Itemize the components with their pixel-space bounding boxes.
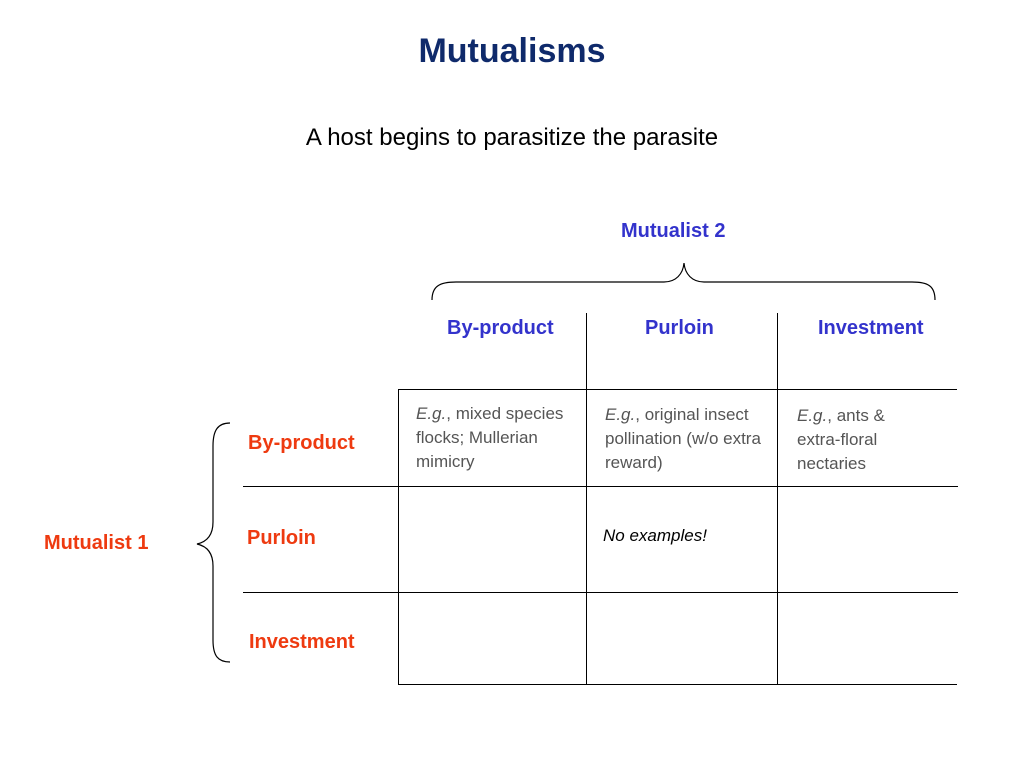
eg-label: E.g. (797, 406, 828, 425)
column-header-by-product: By-product (447, 317, 554, 339)
slide-title: Mutualisms (418, 32, 606, 70)
cell-text: , ants & extra-floral nectaries (797, 406, 885, 473)
mutualist-1-brace (196, 422, 231, 663)
cell-byproduct-purloin: E.g., original insect pollination (w/o e… (605, 403, 780, 475)
cell-purloin-purloin: No examples! (603, 526, 707, 545)
cell-byproduct-byproduct: E.g., mixed species flocks; Mullerian mi… (416, 402, 591, 474)
column-header-purloin: Purloin (645, 317, 714, 339)
eg-label: E.g. (605, 405, 636, 424)
eg-label: E.g. (416, 404, 447, 423)
row-header-purloin: Purloin (247, 527, 316, 549)
cell-text: , mixed species flocks; Mullerian mimicr… (416, 404, 564, 471)
cell-byproduct-investment: E.g., ants & extra-floral nectaries (797, 404, 922, 476)
mutualist-2-brace (431, 262, 936, 301)
mutualist-1-label: Mutualist 1 (44, 532, 149, 554)
slide-subtitle: A host begins to parasitize the parasite (305, 124, 719, 151)
cell-text: , original insect pollination (w/o extra… (605, 405, 761, 472)
row-header-by-product: By-product (248, 432, 355, 454)
row-header-investment: Investment (249, 631, 355, 653)
mutualist-2-label: Mutualist 2 (621, 220, 726, 242)
column-header-investment: Investment (818, 317, 924, 339)
